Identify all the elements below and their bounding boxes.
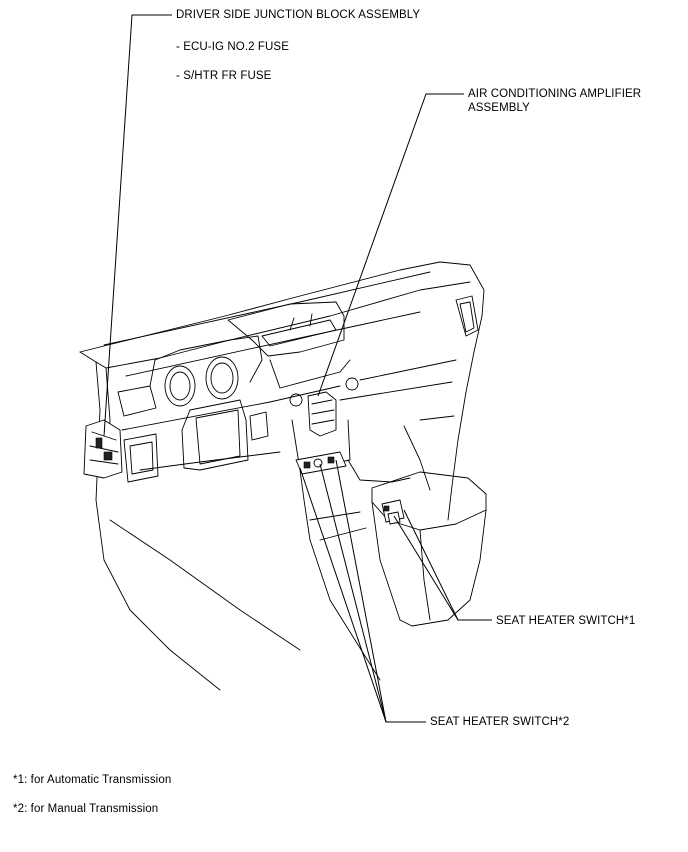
footnote-manual: *2: for Manual Transmission bbox=[13, 803, 159, 815]
ecu-ig-fuse-label: - ECU-IG NO.2 FUSE bbox=[176, 41, 289, 53]
footnote-automatic: *1: for Automatic Transmission bbox=[13, 774, 172, 786]
left-vent bbox=[117, 385, 269, 483]
dashboard-outline bbox=[79, 261, 485, 691]
right-vent bbox=[455, 295, 479, 337]
junction-block-part bbox=[83, 419, 123, 479]
center-stack bbox=[227, 301, 411, 681]
leader-lines bbox=[103, 14, 492, 723]
center-console bbox=[371, 471, 487, 627]
driver-junction-block-label: DRIVER SIDE JUNCTION BLOCK ASSEMBLY bbox=[176, 9, 421, 21]
instrument-cluster bbox=[149, 335, 263, 471]
seat-heater-switch-2-label: SEAT HEATER SWITCH*2 bbox=[430, 716, 570, 728]
ac-amplifier-label-line2: ASSEMBLY bbox=[468, 102, 530, 114]
shtr-fuse-label: - S/HTR FR FUSE bbox=[176, 70, 272, 82]
seat-heater-switch-1-part bbox=[381, 499, 405, 525]
ac-amplifier-part bbox=[307, 391, 337, 437]
ac-amplifier-label-line1: AIR CONDITIONING AMPLIFIER bbox=[468, 88, 642, 100]
seat-heater-switch-1-label: SEAT HEATER SWITCH*1 bbox=[496, 615, 636, 627]
